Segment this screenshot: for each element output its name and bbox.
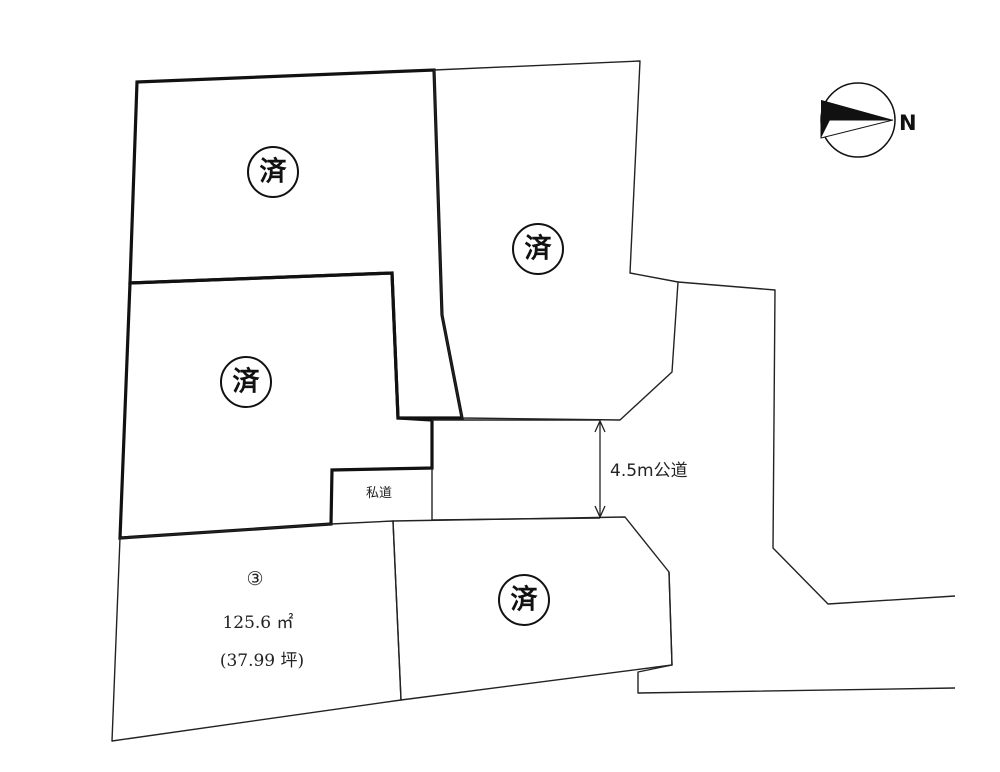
sold-mark-text: 済 [525, 233, 553, 265]
sold-mark-text: 済 [233, 366, 261, 398]
road-width-arrow-bottom [594, 505, 606, 519]
lot-3-number: ③ [246, 568, 263, 590]
north-label: N [899, 111, 917, 135]
public-road-south-edge [637, 571, 956, 694]
public-road-west-edge [677, 281, 956, 605]
road-junction-bottom [431, 517, 601, 521]
private-road-label: 私道 [366, 486, 392, 501]
sold-mark-top-right: 済 [512, 223, 564, 275]
north-arrow-icon [820, 82, 896, 158]
sold-mark-middle-left: 済 [220, 356, 272, 408]
sold-mark-top-left: 済 [247, 146, 299, 198]
road-width-arrow-top [594, 419, 606, 433]
lot-top-left-outline [128, 68, 464, 420]
sold-mark-bottom-right: 済 [498, 574, 550, 626]
public-road-label: 4.5m公道 [610, 461, 688, 481]
sold-mark-text: 済 [511, 584, 539, 616]
sold-mark-text: 済 [260, 156, 288, 188]
lot-3-tsubo: (37.99 坪) [220, 651, 304, 671]
lot-top-right-outline [433, 60, 679, 421]
lot-3-area: 125.6 ㎡ [222, 613, 293, 633]
